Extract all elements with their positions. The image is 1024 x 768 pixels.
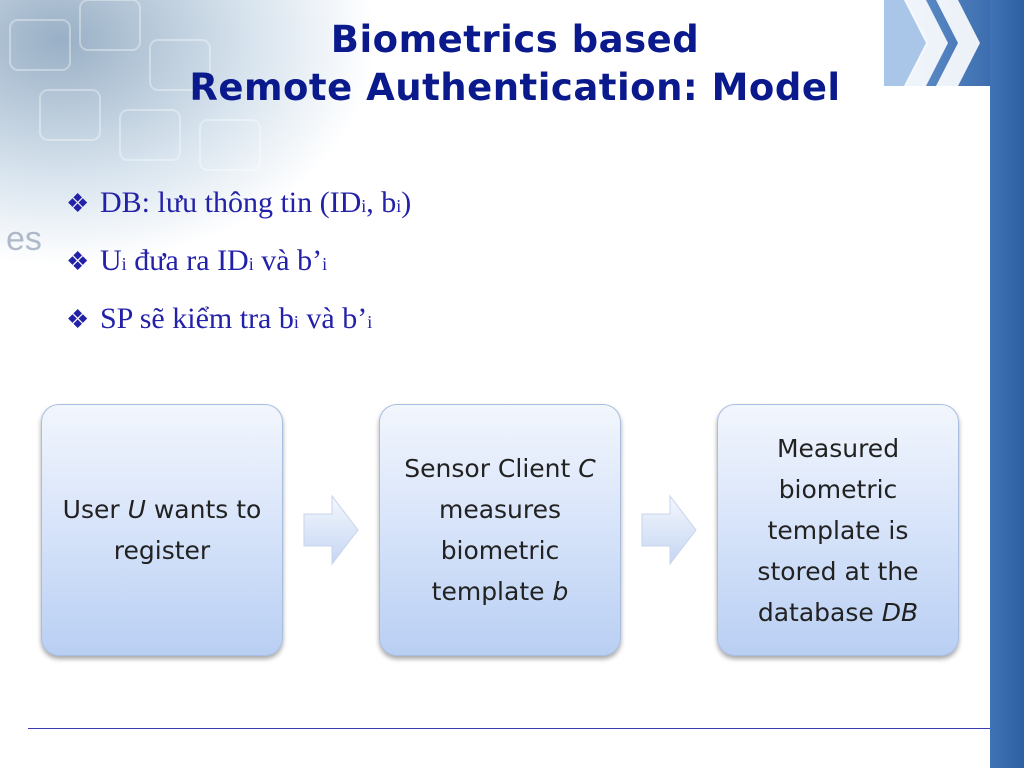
step-box-text: Measured biometric template is stored at… bbox=[757, 433, 919, 627]
step-box-stored-db: Measured biometric template is stored at… bbox=[717, 404, 959, 656]
bullet-item: ❖ DB: lưu thông tin (IDi, bi) bbox=[66, 180, 411, 238]
bullet-text: SP sẽ kiểm tra bi và b’i bbox=[100, 302, 373, 335]
chevron-decoration bbox=[884, 0, 980, 86]
slide-title: Biometrics based Remote Authentication: … bbox=[100, 16, 930, 112]
step-box-text: User U wants to register bbox=[62, 495, 262, 565]
bullet-text: DB: lưu thông tin (IDi, bi) bbox=[100, 186, 412, 219]
step-box-sensor-client: Sensor Client C measures biometric templ… bbox=[379, 404, 621, 656]
footer-divider bbox=[28, 728, 990, 729]
diamond-bullet-icon: ❖ bbox=[66, 305, 90, 334]
right-side-band bbox=[990, 0, 1024, 768]
svg-text:es: es bbox=[6, 220, 42, 258]
bullet-item: ❖ Ui đưa ra IDi và b’i bbox=[66, 238, 411, 296]
slide-title-line2: Remote Authentication: Model bbox=[189, 66, 841, 109]
right-arrow-icon bbox=[641, 494, 697, 566]
bullet-text: Ui đưa ra IDi và b’i bbox=[100, 244, 328, 277]
bullet-list: ❖ DB: lưu thông tin (IDi, bi) ❖ Ui đưa r… bbox=[66, 180, 411, 354]
diamond-bullet-icon: ❖ bbox=[66, 189, 90, 218]
step-box-text: Sensor Client C measures biometric templ… bbox=[404, 454, 596, 606]
bullet-item: ❖ SP sẽ kiểm tra bi và b’i bbox=[66, 296, 411, 354]
diamond-bullet-icon: ❖ bbox=[66, 247, 90, 276]
step-box-user-register: User U wants to register bbox=[41, 404, 283, 656]
right-arrow-icon bbox=[303, 494, 359, 566]
slide-title-line1: Biometrics based bbox=[330, 18, 700, 61]
